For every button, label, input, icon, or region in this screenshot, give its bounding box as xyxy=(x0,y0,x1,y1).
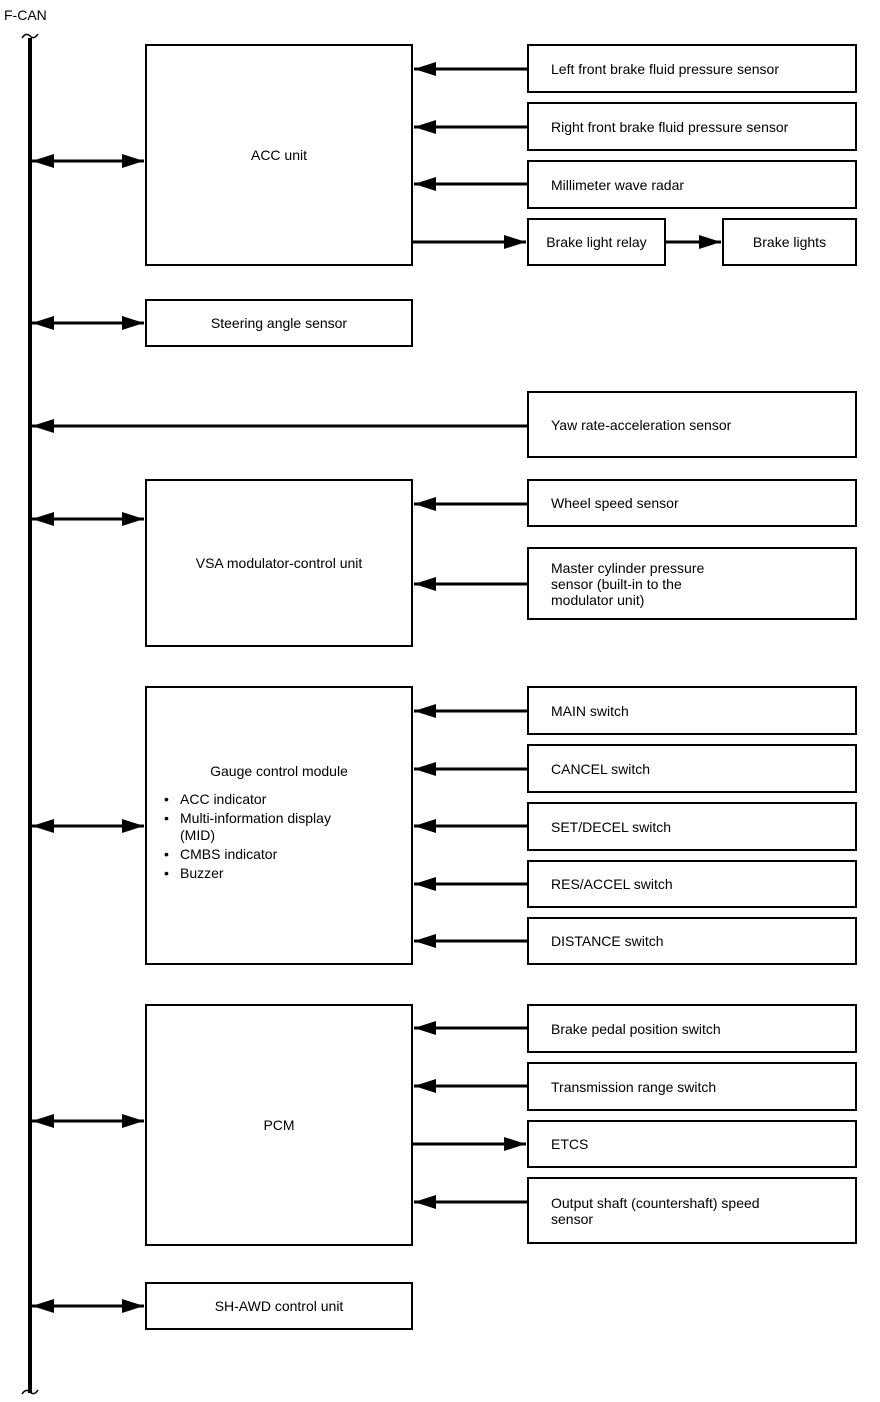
pcm-unit-label: PCM xyxy=(263,1117,295,1133)
master-cyl-label: Master cylinder pressure sensor (built-i… xyxy=(551,559,705,608)
brake-lights-label: Brake lights xyxy=(752,234,827,250)
steering-angle-sensor-label: Steering angle sensor xyxy=(210,315,348,331)
gauge-item: CMBS indicator xyxy=(162,846,392,863)
lf-brake-pressure-label: Left front brake fluid pressure sensor xyxy=(551,60,780,77)
output-shaft-label: Output shaft (countershaft) speed sensor xyxy=(551,1194,760,1227)
main-switch-label: MAIN switch xyxy=(551,702,629,719)
output-shaft-speed-sensor: Output shaft (countershaft) speed sensor xyxy=(527,1177,857,1244)
shawd-control-unit: SH-AWD control unit xyxy=(145,1282,413,1330)
distance-label: DISTANCE switch xyxy=(551,933,664,949)
pcm-unit: PCM xyxy=(145,1004,413,1246)
bus-label: F-CAN xyxy=(4,7,47,23)
set-decel-switch: SET/DECEL switch xyxy=(527,802,857,851)
gauge-items: ACC indicator Multi-information display … xyxy=(162,791,392,884)
brake-light-relay-label: Brake light relay xyxy=(546,234,647,250)
etcs-label: ETCS xyxy=(551,1136,589,1152)
brake-light-relay: Brake light relay xyxy=(527,218,666,266)
trans-range-label: Transmission range switch xyxy=(551,1078,717,1095)
rf-brake-pressure-label: Right front brake fluid pressure sensor xyxy=(551,118,789,135)
acc-unit: ACC unit xyxy=(145,44,413,266)
distance-switch: DISTANCE switch xyxy=(527,917,857,965)
millimeter-wave-radar: Millimeter wave radar xyxy=(527,160,857,209)
transmission-range-switch: Transmission range switch xyxy=(527,1062,857,1111)
steering-angle-sensor: Steering angle sensor xyxy=(145,299,413,347)
bus-break-bottom xyxy=(21,1389,39,1395)
vsa-unit-label: VSA modulator-control unit xyxy=(195,555,363,571)
etcs: ETCS xyxy=(527,1120,857,1168)
gauge-item: Multi-information display (MID) xyxy=(162,810,392,844)
gauge-title: Gauge control module xyxy=(210,763,348,779)
yaw-rate-label: Yaw rate-acceleration sensor xyxy=(551,416,732,433)
cancel-switch-label: CANCEL switch xyxy=(551,760,651,777)
wheel-speed-sensor: Wheel speed sensor xyxy=(527,479,857,527)
lf-brake-pressure-sensor: Left front brake fluid pressure sensor xyxy=(527,44,857,93)
set-decel-label: SET/DECEL switch xyxy=(551,818,672,835)
radar-label: Millimeter wave radar xyxy=(551,176,685,193)
main-switch: MAIN switch xyxy=(527,686,857,735)
bus-break-top xyxy=(21,33,39,39)
rf-brake-pressure-sensor: Right front brake fluid pressure sensor xyxy=(527,102,857,151)
master-cylinder-pressure-sensor: Master cylinder pressure sensor (built-i… xyxy=(527,547,857,620)
brake-lights: Brake lights xyxy=(722,218,857,266)
cancel-switch: CANCEL switch xyxy=(527,744,857,793)
shawd-unit-label: SH-AWD control unit xyxy=(214,1298,344,1314)
acc-unit-label: ACC unit xyxy=(250,147,308,163)
res-accel-switch: RES/ACCEL switch xyxy=(527,860,857,908)
brake-pedal-label: Brake pedal position switch xyxy=(551,1020,721,1037)
gauge-control-module: Gauge control module ACC indicator Multi… xyxy=(145,686,413,965)
gauge-item: Buzzer xyxy=(162,865,392,882)
gauge-item: ACC indicator xyxy=(162,791,392,808)
brake-pedal-position-switch: Brake pedal position switch xyxy=(527,1004,857,1053)
vsa-unit: VSA modulator-control unit xyxy=(145,479,413,647)
wheel-speed-label: Wheel speed sensor xyxy=(551,495,679,511)
yaw-rate-sensor: Yaw rate-acceleration sensor xyxy=(527,391,857,458)
res-accel-label: RES/ACCEL switch xyxy=(551,876,673,892)
